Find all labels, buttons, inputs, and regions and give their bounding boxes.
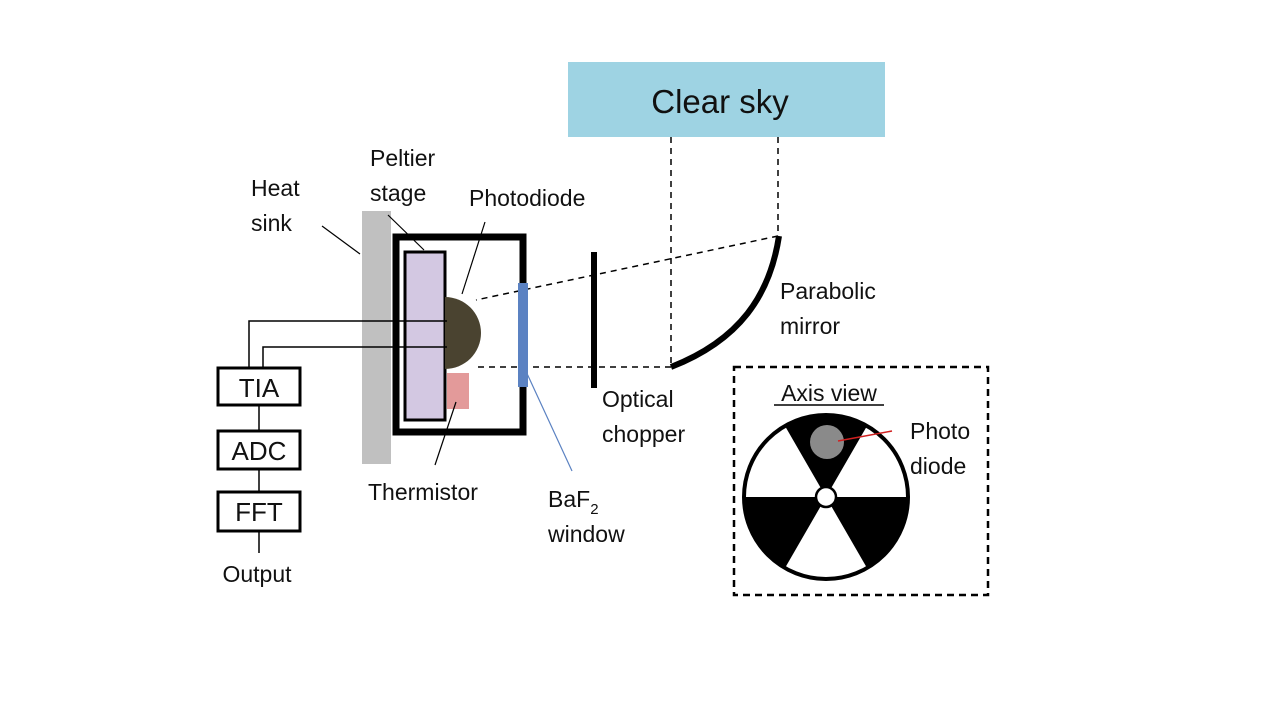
optical-label-line2: chopper bbox=[602, 421, 685, 447]
baf2-label: BaF2 bbox=[548, 486, 599, 518]
baf2-leader bbox=[523, 366, 573, 472]
output-label: Output bbox=[222, 561, 292, 587]
fft-label: FFT bbox=[235, 497, 283, 527]
photodiode-label: Photodiode bbox=[469, 185, 585, 211]
photodiode-leader bbox=[461, 221, 486, 295]
baf2-subscript: 2 bbox=[590, 501, 598, 518]
thermistor bbox=[447, 373, 469, 409]
window-label: window bbox=[547, 521, 625, 547]
clear-sky-label: Clear sky bbox=[651, 83, 789, 120]
axis-view-box bbox=[732, 365, 990, 597]
photodiode bbox=[445, 297, 481, 369]
fft-box bbox=[216, 490, 302, 533]
peltier-leader bbox=[387, 214, 425, 251]
axis-photodiode-pointer bbox=[837, 430, 893, 442]
chopper-blade-3 bbox=[744, 497, 826, 568]
heat-sink-label-line1: Heat bbox=[251, 175, 300, 201]
parabolic-mirror bbox=[669, 235, 782, 370]
chopper-hub bbox=[814, 485, 838, 509]
peltier-stage bbox=[403, 250, 447, 422]
parabolic-label-line1: Parabolic bbox=[780, 278, 876, 304]
heat-sink bbox=[362, 211, 391, 464]
peltier-label-line2: stage bbox=[370, 180, 426, 206]
heat-sink-label-line2: sink bbox=[251, 210, 292, 236]
heat-sink-leader bbox=[321, 225, 361, 255]
wire-upper bbox=[248, 320, 447, 368]
tia-box bbox=[216, 366, 302, 407]
thermistor-leader bbox=[434, 401, 457, 466]
clear-sky-box bbox=[568, 62, 885, 137]
baf2-window bbox=[518, 283, 528, 387]
adc-box bbox=[216, 429, 302, 471]
peltier-label-line1: Peltier bbox=[370, 145, 436, 171]
chopper-blade-2 bbox=[826, 497, 908, 568]
axis-photodiode-label-line2: diode bbox=[910, 453, 966, 479]
wire-lower bbox=[262, 346, 447, 368]
axis-view-label: Axis view bbox=[781, 380, 877, 406]
optical-label-line1: Optical bbox=[602, 386, 674, 412]
parabolic-label-line2: mirror bbox=[780, 313, 840, 339]
axis-photodiode bbox=[810, 425, 844, 459]
tia-label: TIA bbox=[239, 373, 280, 403]
axis-photodiode-label-line1: Photo bbox=[910, 418, 970, 444]
baf2-base: BaF bbox=[548, 486, 590, 512]
chopper-wheel bbox=[742, 413, 910, 581]
thermistor-label: Thermistor bbox=[368, 479, 478, 505]
adc-label: ADC bbox=[232, 436, 287, 466]
